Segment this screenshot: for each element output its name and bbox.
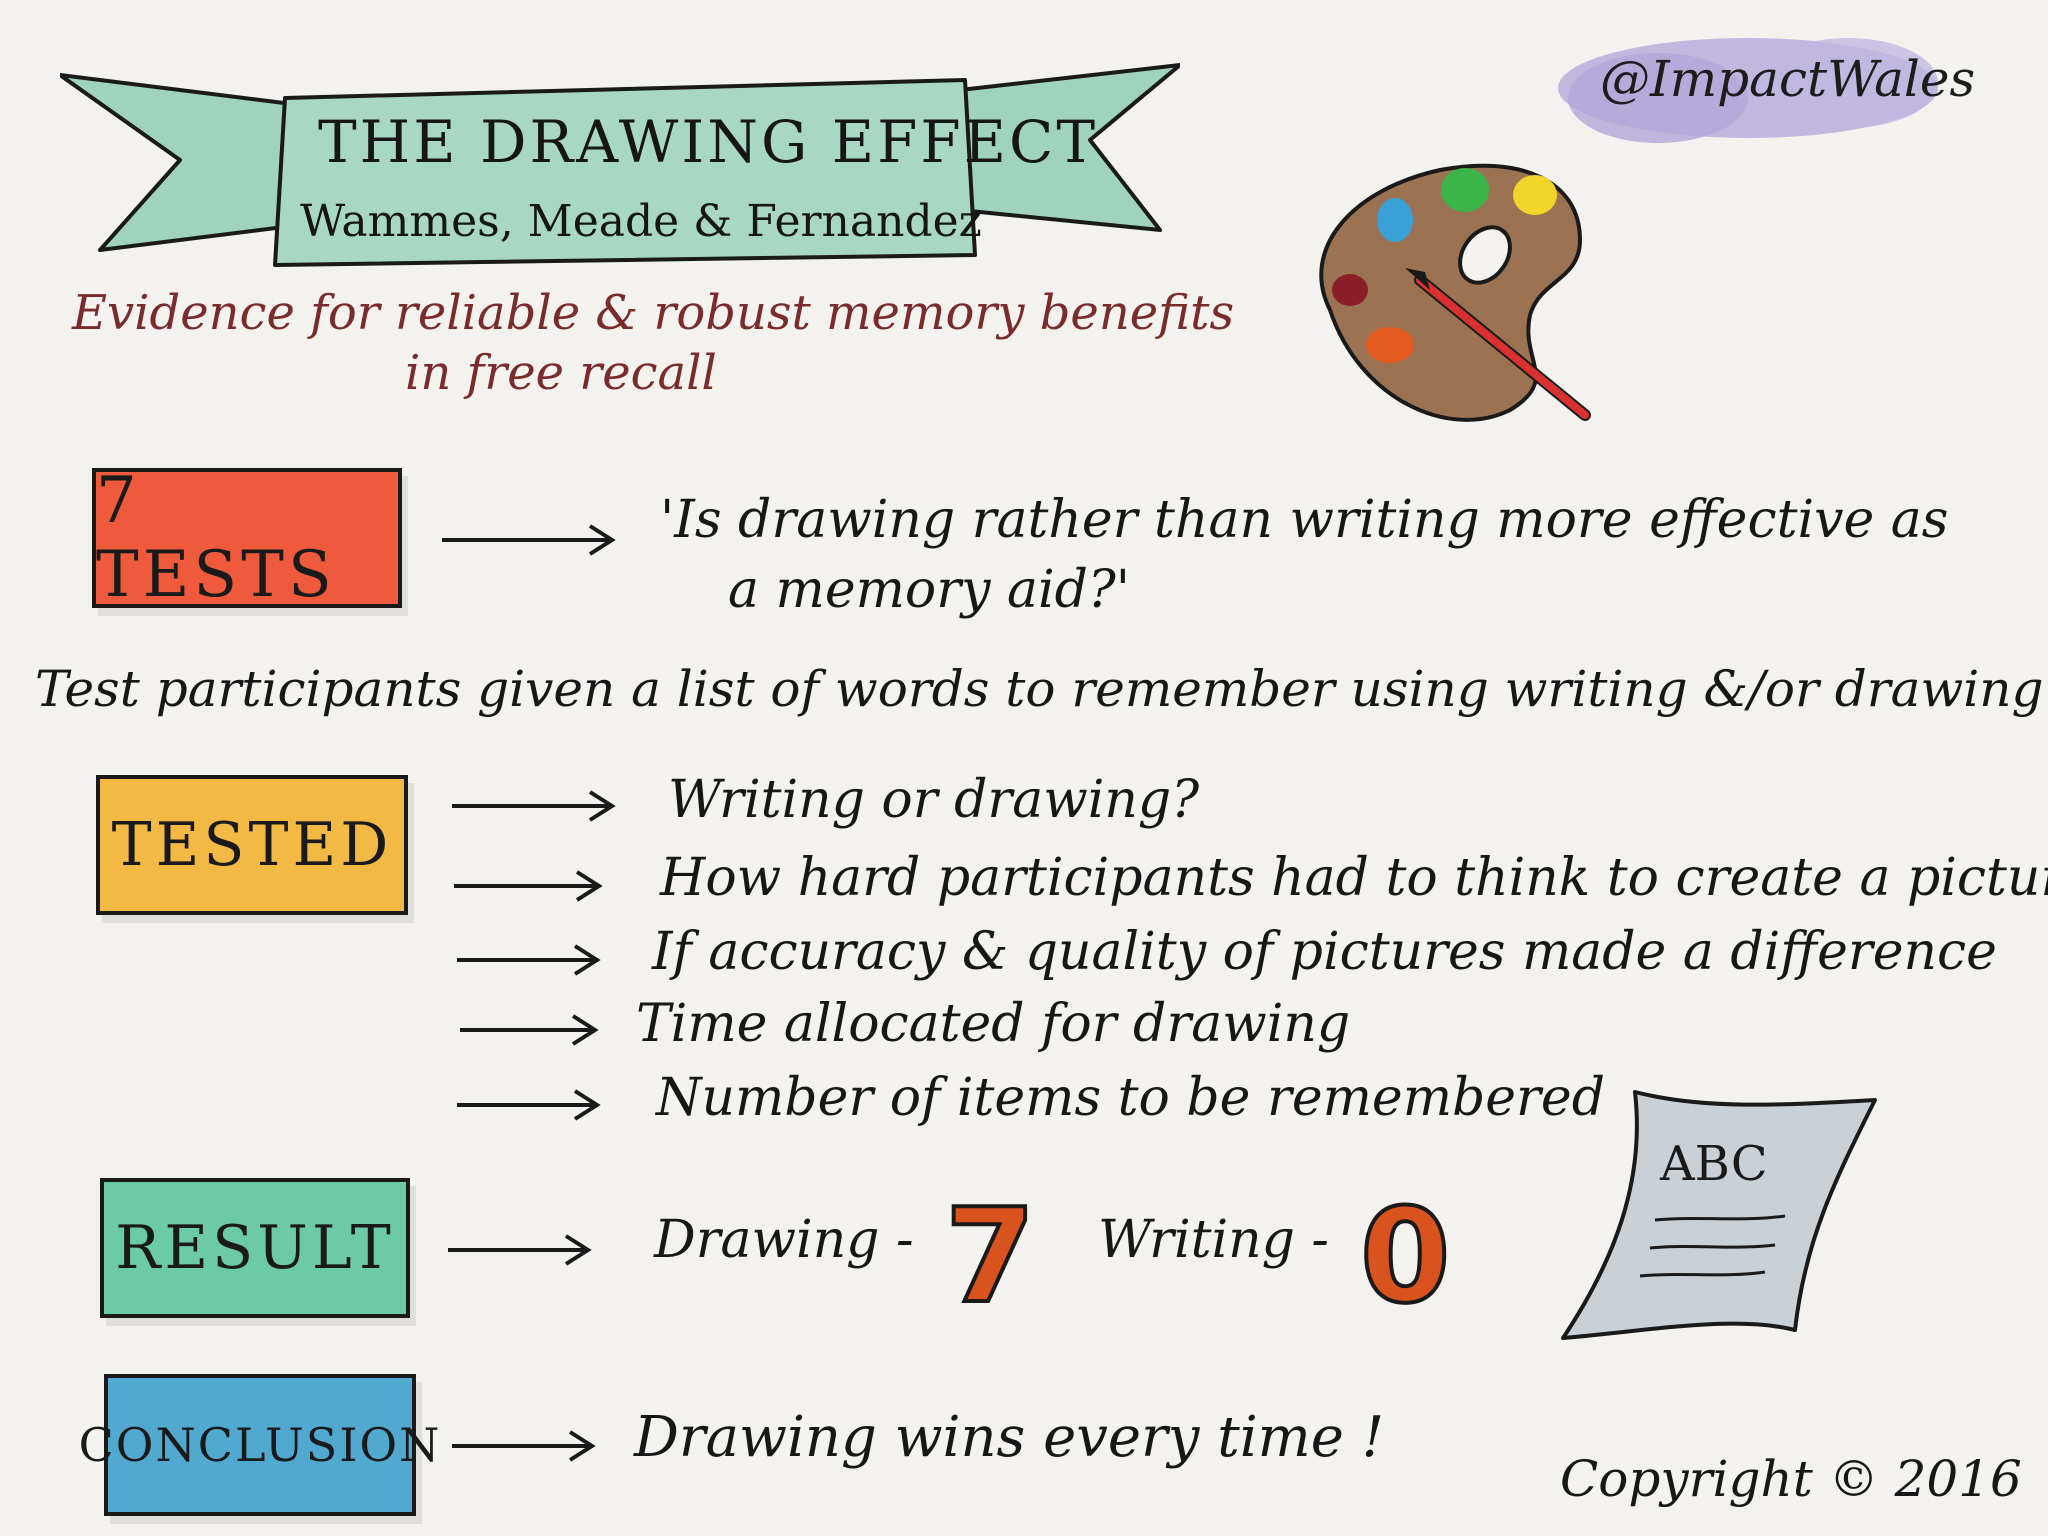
arrow-icon <box>454 870 603 902</box>
participants-text: Test participants given a list of words … <box>35 660 2044 718</box>
arrow-icon <box>442 524 616 556</box>
banner-title: THE DRAWING EFFECT <box>318 108 1099 176</box>
arrow-icon <box>460 1014 599 1046</box>
subtitle-line-2: in free recall <box>405 345 717 401</box>
tested-item: Number of items to be remembered <box>656 1068 1605 1128</box>
arrow-icon <box>448 1234 592 1266</box>
copyright: Copyright © 2016 <box>1560 1450 2022 1508</box>
conclusion-text: Drawing wins every time ! <box>634 1405 1385 1470</box>
paper-text: ABC <box>1659 1136 1768 1192</box>
tested-item: Writing or drawing? <box>668 770 1200 830</box>
arrow-icon <box>457 1089 601 1121</box>
subtitle-line-1: Evidence for reliable & robust memory be… <box>72 285 1235 341</box>
tests-label-box: 7 TESTS <box>92 464 402 612</box>
tested-item: Time allocated for drawing <box>636 994 1351 1054</box>
arrow-icon <box>452 790 616 822</box>
handle-cloud <box>1558 38 1938 143</box>
writing-score: 0 <box>1358 1178 1452 1334</box>
tested-item: If accuracy & quality of pictures made a… <box>652 922 1997 982</box>
banner-authors: Wammes, Meade & Fernandez <box>300 196 982 247</box>
result-label-box: RESULT <box>100 1178 410 1318</box>
tests-question-line-1: 'Is drawing rather than writing more eff… <box>660 490 1949 550</box>
tested-item: How hard participants had to think to cr… <box>660 848 2048 908</box>
conclusion-label-box: CONCLUSION <box>79 1374 439 1516</box>
arrow-icon <box>452 1430 596 1462</box>
paper-icon: ABC <box>1561 1090 1877 1340</box>
twitter-handle: @ImpactWales <box>1600 50 1976 108</box>
arrow-icon <box>457 944 601 976</box>
title-banner <box>60 63 1180 267</box>
tested-label-box: TESTED <box>96 775 408 915</box>
paint-palette-icon <box>1319 163 1591 422</box>
result-writing-label: Writing - <box>1098 1210 1330 1270</box>
result-drawing-label: Drawing - <box>654 1210 914 1270</box>
drawing-score: 7 <box>943 1178 1037 1334</box>
tests-question-line-2: a memory aid?' <box>728 560 1131 620</box>
